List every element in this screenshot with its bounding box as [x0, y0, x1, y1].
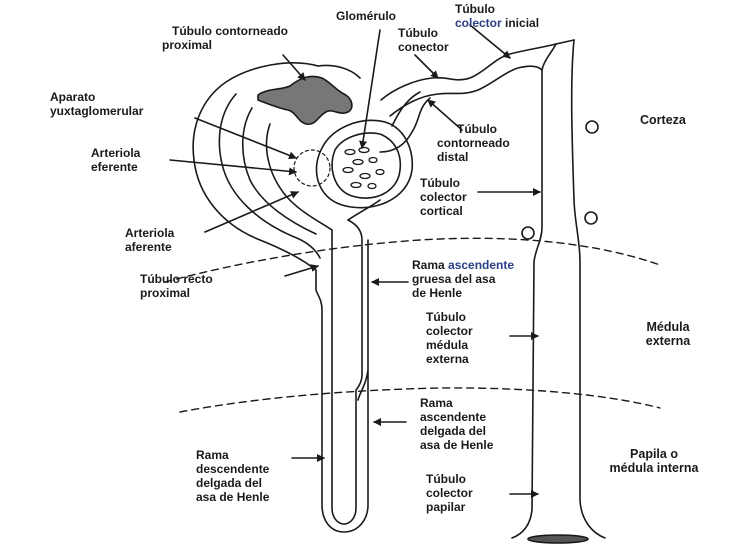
label-arteriola-aferente: Arteriola aferente [125, 226, 174, 254]
zone-papila: Papila o médula interna [594, 447, 714, 475]
collecting-duct-cap [556, 40, 574, 44]
descending-limb-inner [332, 220, 362, 524]
arrow-glomerulo [362, 30, 380, 148]
label-tubulo-colector-papilar: Túbulo colector papilar [426, 472, 473, 514]
label-tubulo-contorneado-distal: Túbulo contorneado distal [437, 122, 510, 164]
papillary-opening [528, 535, 588, 543]
label-tubulo-contorneado-proximal: Túbulo contorneado proximal [160, 24, 300, 52]
label-arteriola-eferente: Arteriola eferente [91, 146, 140, 174]
arrow-eferente [170, 160, 296, 172]
cortical-duct-branch-upper [586, 121, 598, 133]
proximal-loop-inner-1 [318, 66, 360, 79]
label-rama-ascendente-delgada: Rama ascendente delgada del asa de Henle [420, 396, 493, 452]
label-glomerulo: Glomérulo [336, 9, 396, 23]
cortical-duct-branch-left [522, 227, 534, 239]
juxtaglomerular-apparatus [294, 150, 330, 186]
distal-tubule-inner [392, 92, 420, 126]
bowman-capsule-inner [332, 133, 400, 198]
collecting-duct-top-left [542, 44, 556, 196]
cortical-duct-branch-lower [585, 212, 597, 224]
label-tubulo-colector-medula-externa: Túbulo colector médula externa [426, 310, 473, 366]
zone-medula-externa: Médula externa [626, 320, 710, 348]
proximal-loop-inner-4 [267, 124, 332, 230]
arrow-recto [285, 266, 318, 276]
connecting-tubule-bottom [390, 66, 542, 116]
arrow-tcp [283, 55, 305, 80]
label-tubulo-colector-cortical: Túbulo colector cortical [420, 176, 467, 218]
label-rama-descendente-delgada: Rama descendente delgada del asa de Henl… [196, 448, 269, 504]
label-rama-ascendente-gruesa: Rama ascendente gruesa del asa de Henle [412, 258, 514, 300]
label-tubulo-recto-proximal: Túbulo recto proximal [140, 272, 213, 300]
label-aparato-yuxtaglomerular: Aparato yuxtaglomerular [50, 90, 143, 118]
label-tubulo-colector-inicial: Túbulo colector inicial [455, 2, 539, 30]
proximal-tubule-blob [258, 76, 352, 124]
ascending-limb-outer [348, 200, 380, 220]
arrow-conector [415, 55, 438, 78]
glomerular-capillaries [343, 148, 384, 189]
zone-corteza: Corteza [640, 113, 686, 127]
collecting-duct-left-wall [512, 196, 542, 538]
label-tubulo-conector: Túbulo conector [398, 26, 449, 54]
